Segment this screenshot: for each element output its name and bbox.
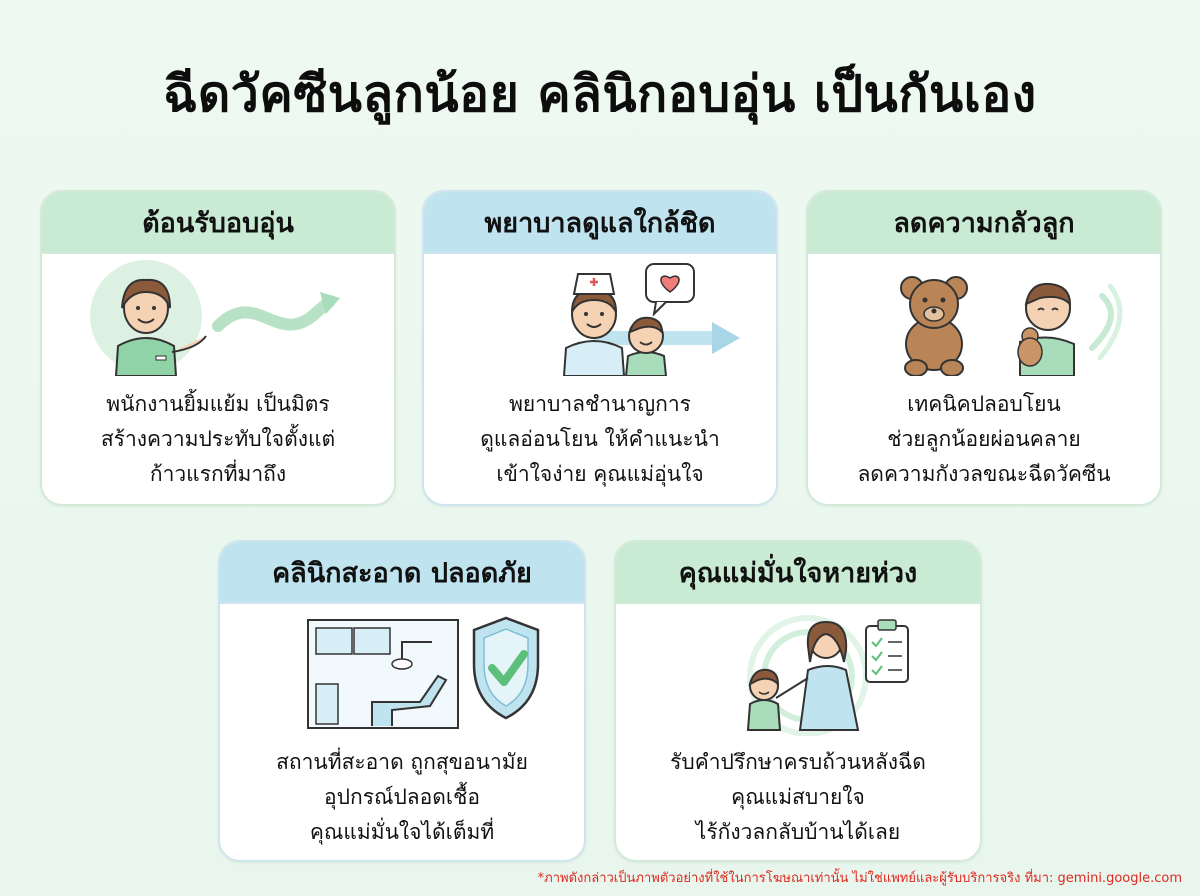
card-warm-welcome: ต้อนรับอบอุ่น พนักงานยิ้มแย้ม เป็นมิตร ส…: [40, 190, 396, 506]
card-description: สถานที่สะอาด ถูกสุขอนามัย อุปกรณ์ปลอดเชื…: [276, 750, 528, 844]
page-title: ฉีดวัคซีนลูกน้อย คลินิกอบอุ่น เป็นกันเอง: [163, 65, 1037, 123]
card-description: เทคนิคปลอบโยน ช่วยลูกน้อยผ่อนคลาย ลดความ…: [857, 392, 1111, 486]
card-description: พยาบาลชำนาญการ ดูแลอ่อนโยน ให้คำแนะนำ เข…: [480, 392, 720, 486]
clean-room-shield-icon: [220, 606, 584, 736]
card-heading: คลินิกสะอาด ปลอดภัย: [220, 542, 584, 604]
card-heading: ลดความกลัวลูก: [808, 192, 1160, 254]
card-heading: พยาบาลดูแลใกล้ชิด: [424, 192, 776, 254]
card-description: รับคำปรึกษาครบถ้วนหลังฉีด คุณแม่สบายใจ ไ…: [670, 750, 926, 844]
card-mother-confident: คุณแม่มั่นใจหายห่วง รับคำปรึกษาครบถ้วนหล…: [614, 540, 982, 862]
mother-child-checklist-icon: [616, 606, 980, 736]
smiling-receptionist-icon: [42, 256, 394, 376]
card-clean-safe: คลินิกสะอาด ปลอดภัย สถานที่สะอาด ถูกสุขอ…: [218, 540, 586, 862]
card-heading: คุณแม่มั่นใจหายห่วง: [616, 542, 980, 604]
card-reduce-fear: ลดความกลัวลูก เทคนิคปลอบโยน ช่วยลูกน้อยผ…: [806, 190, 1162, 506]
card-description: พนักงานยิ้มแย้ม เป็นมิตร สร้างความประทับ…: [100, 392, 336, 486]
teddy-bear-child-icon: [808, 256, 1160, 376]
card-heading: ต้อนรับอบอุ่น: [42, 192, 394, 254]
nurse-with-child-icon: [424, 256, 776, 376]
disclaimer-footnote: *ภาพดังกล่าวเป็นภาพตัวอย่างที่ใช้ในการโฆ…: [537, 871, 1182, 886]
card-nurse-care: พยาบาลดูแลใกล้ชิด พยาบาลชำนาญการ ดูแลอ่อ…: [422, 190, 778, 506]
